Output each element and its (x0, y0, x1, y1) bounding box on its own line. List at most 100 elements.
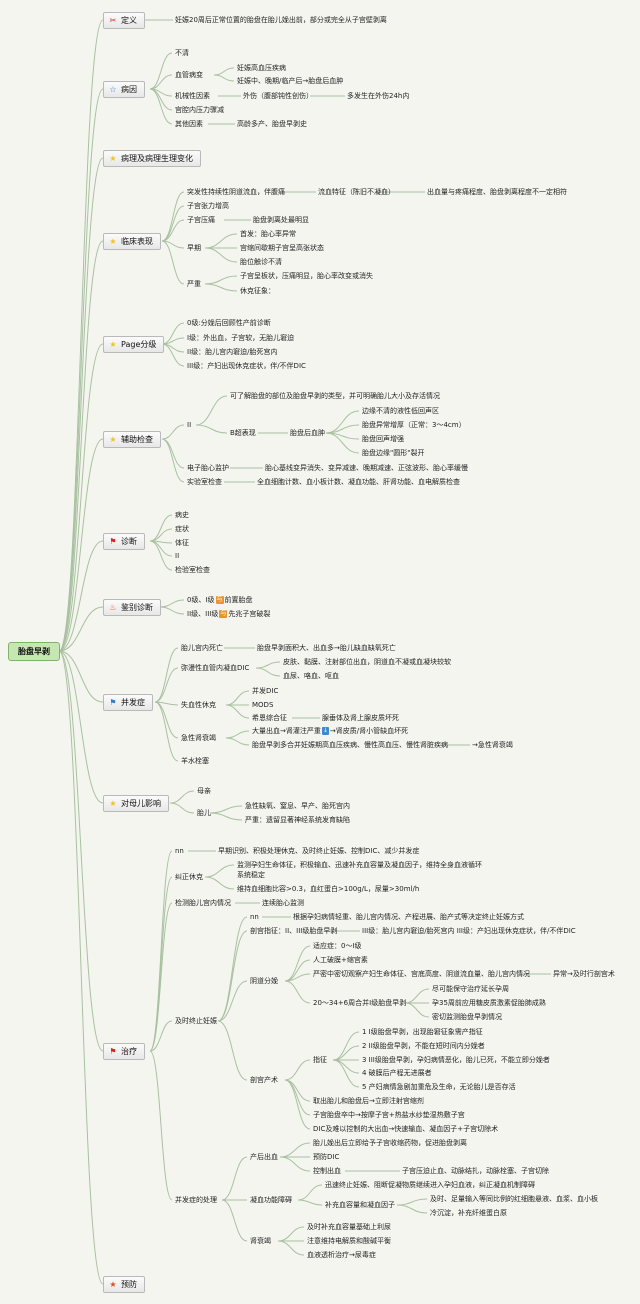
connector (149, 876, 173, 1052)
connector (204, 233, 238, 249)
branch-clinical[interactable]: ★临床表现 (103, 233, 161, 250)
branch-treatment[interactable]: ⚑治疗 (103, 1043, 145, 1060)
connector (297, 1184, 323, 1201)
connector (297, 1199, 323, 1206)
complication-subitem: 胎盘早剥多合并妊娠期高血压疾病、慢性高血压、慢性肾脏疾病 (252, 741, 448, 749)
treatment-detail: 3 III级胎盘早剥，孕妇病情恶化，胎儿已死，不能立即分娩者 (362, 1056, 550, 1064)
connector (204, 247, 238, 263)
treatment-detail: 严密中密切观察产妇生命体征、宫底高度、阴道流血量、胎儿宫内情况 (313, 970, 530, 978)
clinical-item: 突发性持续性阴道流血，伴腹痛 (187, 188, 285, 196)
page-grade-item: 0级:分娩后回顾性产前诊断 (187, 319, 271, 327)
connector (213, 74, 235, 82)
treatment-subitem: 剖宫产术 (250, 1076, 278, 1084)
connector (149, 52, 173, 90)
root-topic[interactable]: 胎盘早剥 (8, 642, 60, 661)
impact-item: 胎儿 (197, 809, 211, 817)
treatment-detail: 异常→及时行剖宫术 (553, 970, 615, 978)
cause-subitem: 妊娠高血压疾病 (237, 64, 286, 72)
complication-subitem: 皮肤、黏膜、注射部位出血，阴道血不凝或血凝块较软 (283, 658, 451, 666)
branch-aux-exam[interactable]: ★辅助检查 (103, 431, 161, 448)
treatment-item: 纠正休克 (175, 873, 203, 881)
connector (332, 1045, 360, 1061)
connector (58, 438, 104, 652)
connector (255, 661, 281, 669)
star-icon: ★ (109, 154, 117, 163)
connector (161, 438, 185, 483)
differential-item: 0级、I级与前置胎盘 (187, 596, 253, 604)
connector (217, 1020, 248, 1081)
branch-page-grade[interactable]: ★Page分级 (103, 336, 165, 353)
impact-subitem: 急性缺氧、窒息、早产、胎死宫内 (245, 802, 350, 810)
connector (204, 864, 235, 878)
treatment-detail: 2 II级胎盘早剥，不能在短时间内分娩者 (362, 1042, 485, 1050)
connector (277, 1240, 305, 1256)
relation-tag: 与 (219, 610, 228, 618)
treatment-detail: 5 产妇病情急剧加重危及生命，无论胎儿是否存活 (362, 1083, 516, 1091)
exam-subitem: 胎盘后血肿 (290, 429, 325, 437)
exam-subitem: 胎心基线变异消失、变异减速、晚期减速、正弦波形、胎心率缓慢 (265, 464, 468, 472)
treatment-detail: 适应症：0～I级 (313, 942, 362, 950)
exam-item: 实验室检查 (187, 478, 222, 486)
connector (284, 1059, 311, 1081)
branch-differential[interactable]: ♨鉴别诊断 (103, 599, 161, 616)
treatment-detail: 根据孕妇病情轻重、胎儿宫内情况、产程进展、胎产式等决定终止妊娠方式 (293, 913, 524, 921)
impact-item: 母亲 (197, 787, 211, 795)
branch-definition[interactable]: ✂定义 (103, 12, 145, 29)
treatment-detail: 孕35周前应用糖皮质激素促胎肺成熟 (432, 999, 546, 1007)
treatment-detail: 迅速终止妊娠、阻断促凝物质继续进入孕妇血液，纠正凝血机制障碍 (325, 1181, 535, 1189)
clinical-item: 子宫张力增高 (187, 202, 229, 210)
connector (217, 916, 248, 1022)
exam-detail: 边缘不清的液性低回声区 (362, 407, 439, 415)
treatment-detail: 预防DIC (313, 1153, 340, 1161)
treatment-detail: 子宫胎盘卒中→按摩子宫+热盐水纱垫湿热敷子宫 (313, 1111, 465, 1119)
branch-complications[interactable]: ⚑并发症 (103, 694, 153, 711)
connector (325, 432, 360, 454)
flag-icon: ⚑ (109, 1047, 117, 1056)
connector (284, 980, 311, 1004)
treatment-subitem: 肾衰竭 (250, 1237, 271, 1245)
connector (217, 980, 248, 1022)
treatment-detail: III级：胎儿宫内窘迫/胎死宫内 III级：产妇出现休克症状，伴/不伴DIC (362, 927, 576, 935)
branch-impact[interactable]: ★对母儿影响 (103, 795, 169, 812)
branch-diagnosis[interactable]: ⚑诊断 (103, 533, 145, 550)
connector (209, 812, 243, 821)
connector (217, 930, 248, 1022)
star-icon: ★ (109, 340, 117, 349)
treatment-item: 检测胎儿宫内情况 (175, 899, 231, 907)
connector (149, 88, 173, 125)
connector (332, 1059, 360, 1074)
branch-prevention[interactable]: ★预防 (103, 1276, 145, 1293)
branch-cause[interactable]: ☆病因 (103, 81, 145, 98)
clinical-subitem: 子宫呈板状，压痛明显，胎心率改变或消失 (240, 272, 373, 280)
flag-icon: ⚑ (109, 698, 117, 707)
clinical-subitem: 出血量与疼痛程度、胎盘剥离程度不一定相符 (427, 188, 567, 196)
impact-subitem: 严重：遗留显著神经系统发育缺陷 (245, 816, 350, 824)
flag-icon: ⚑ (109, 537, 117, 546)
connector (161, 191, 185, 242)
connector (225, 730, 250, 739)
cause-item: 宫腔内压力骤减 (175, 106, 224, 114)
connector (396, 1198, 428, 1206)
connector (225, 704, 250, 719)
exam-subitem: 可了解胎盘的部位及胎盘早剥的类型，并可明确胎儿大小及存活情况 (230, 392, 440, 400)
treatment-detail: 20～34+6周合并I级胎盘早剥 (313, 999, 407, 1007)
exam-detail: 胎盘异常增厚（正常：3～4cm） (362, 421, 466, 429)
connector (284, 973, 311, 982)
branch-pathology[interactable]: ★病理及病理生理变化 (103, 150, 201, 167)
cause-item: 血管病变 (175, 71, 203, 79)
clinical-subitem: 首发：胎心率异常 (240, 230, 296, 238)
connector (195, 395, 228, 426)
connector (58, 540, 104, 652)
complication-item: 弥漫性血管内凝血DIC (181, 664, 250, 672)
connector (154, 701, 179, 706)
connector (204, 275, 238, 285)
treatment-detail: 密切监测胎盘早剥情况 (432, 1013, 502, 1021)
connector (58, 157, 104, 652)
complication-item: 失血性休克 (181, 701, 216, 709)
cause-subitem: 妊娠中、晚期/临产后→胎盘后血肿 (237, 77, 344, 85)
complication-subitem: 大量出血→肾灌注严重↓→肾皮质/肾小管缺血坏死 (252, 727, 409, 735)
connector (58, 650, 104, 1285)
connector (149, 1020, 173, 1052)
connector (149, 528, 173, 542)
fire-icon: ♨ (109, 603, 117, 612)
